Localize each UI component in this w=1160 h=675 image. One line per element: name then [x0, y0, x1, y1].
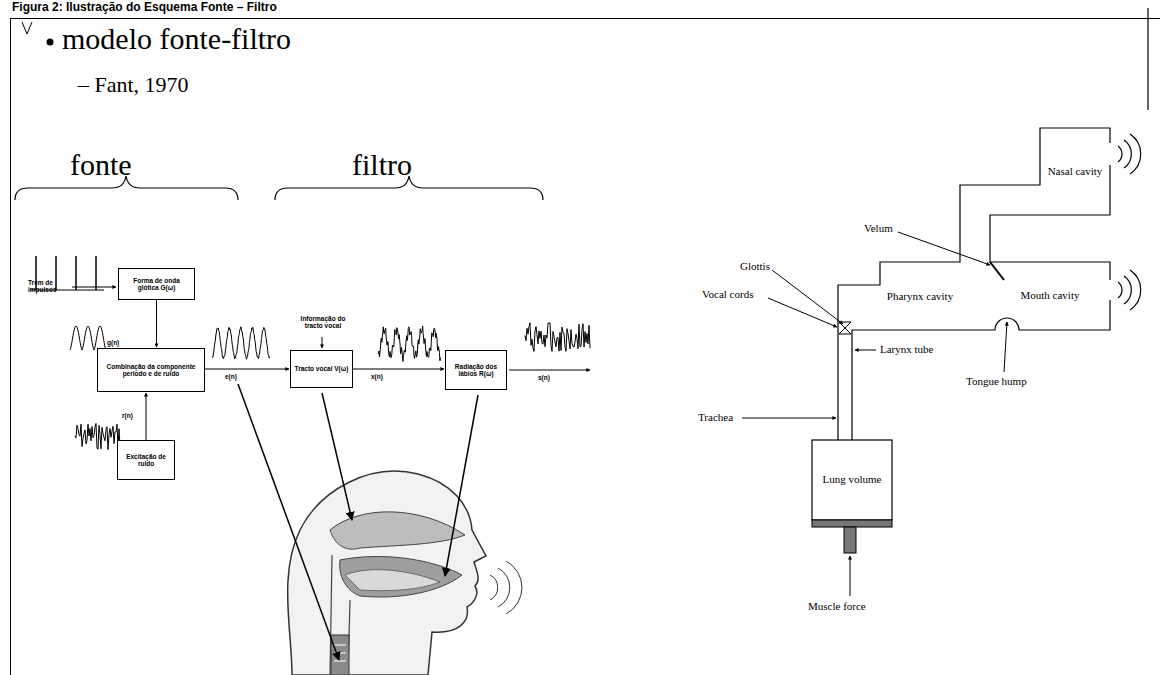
node-text: Pharynx cavity: [887, 290, 953, 303]
corner-mark: [22, 22, 32, 34]
process-box: Forma de onda glótica G(ω): [118, 268, 195, 300]
output-arrow: [509, 370, 590, 371]
node-text: Tracto vocal V(ω): [295, 365, 349, 372]
part-label: Larynx tube: [880, 343, 933, 356]
process-box: Tracto vocal V(ω): [290, 350, 353, 388]
heading-label: filtro: [352, 148, 412, 183]
node-text: Radiação dos lábios R(ω): [449, 363, 503, 378]
bullet: [47, 39, 54, 46]
piston-rod: [844, 527, 856, 553]
pointer-arrow: [238, 384, 339, 660]
signal-label: x(n): [370, 373, 384, 380]
process-box: Combinação da componente periodo e de ru…: [97, 348, 205, 392]
signal-arrow: [353, 369, 444, 370]
impulse-arrow: [72, 287, 116, 288]
process-box: Radiação dos lábios R(ω): [445, 350, 507, 390]
signal-label: s(n): [538, 374, 550, 381]
signal-arrow: [146, 393, 147, 440]
node-text: Excitação de ruido: [121, 453, 171, 468]
heading-label: – Fant, 1970: [78, 72, 189, 97]
figure-frame: [11, 19, 1160, 675]
part-label: Trachea: [698, 411, 733, 424]
pointer-arrow: [445, 395, 478, 576]
excitation-wave: [212, 327, 270, 359]
cavity-label-box: Lung volume: [816, 473, 888, 486]
node-text: Combinação da componente periodo e de ru…: [101, 363, 201, 378]
signal-arrow: [156, 300, 157, 347]
node-text: Forma de onda glótica G(ω): [122, 277, 191, 292]
leader-lines: [742, 232, 1007, 596]
node-text: Lung volume: [823, 473, 882, 486]
signal-label: Informação do tracto vocal: [292, 315, 354, 330]
heading-label: fonte: [70, 148, 132, 183]
heading-label: modelo fonte-filtro: [62, 22, 291, 57]
vocal-cords-symbol: [839, 322, 851, 334]
part-label: Tongue hump: [966, 375, 1027, 388]
figure-caption: Figura 2: Ilustração do Esquema Fonte – …: [12, 0, 277, 14]
waveforms: [30, 256, 590, 450]
node-text: Mouth cavity: [1021, 289, 1080, 302]
process-box: Excitação de ruido: [117, 440, 175, 480]
part-label: Vocal cords: [702, 288, 753, 301]
signal-label: r(n): [121, 412, 134, 419]
signal-label: Trem de impulsos: [28, 279, 70, 294]
signal-arrow: [205, 369, 289, 370]
part-label: Glottis: [740, 260, 770, 273]
info-arrow: [322, 337, 323, 348]
vocal-tract-schematic: [812, 8, 1148, 520]
signal-label: e(n): [224, 373, 238, 380]
piston-plate: [812, 520, 892, 527]
tract-wave: [378, 326, 440, 361]
pointer-arrow: [322, 393, 352, 520]
head-illustration: [288, 471, 522, 675]
cavity-label-box: Nasal cavity: [1043, 165, 1107, 178]
node-text: Nasal cavity: [1048, 165, 1103, 178]
part-label: Muscle force: [808, 600, 866, 613]
noise-wave: [75, 423, 120, 449]
glottal-wave: [70, 326, 106, 350]
cavity-label-box: Mouth cavity: [1015, 289, 1085, 302]
part-label: Velum: [864, 222, 893, 235]
signal-label: g(n): [106, 339, 120, 346]
speech-wave: [525, 323, 590, 352]
cavity-label-box: Pharynx cavity: [884, 290, 956, 303]
